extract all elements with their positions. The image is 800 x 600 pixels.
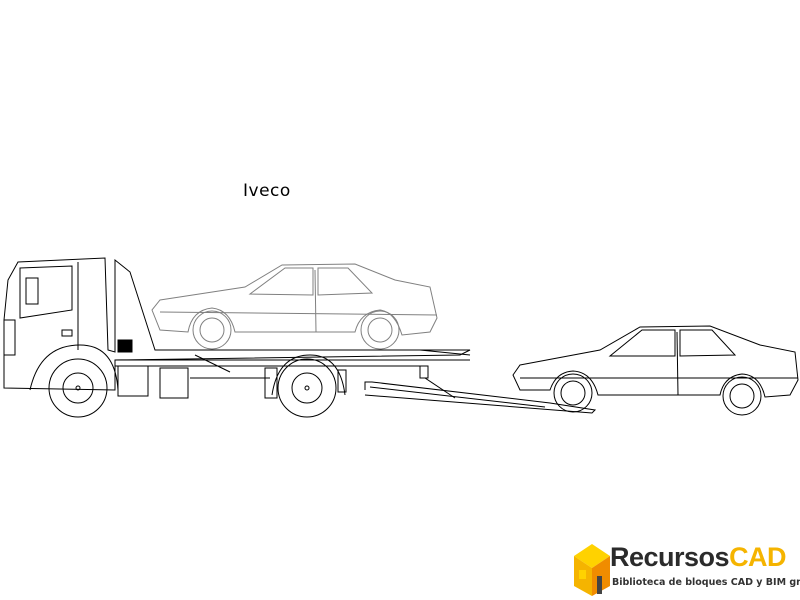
- recursoscad-logo: RecursosCAD Biblioteca de bloques CAD y …: [572, 540, 800, 598]
- logo-name-part1: Recursos: [610, 542, 730, 572]
- logo-name-part2: CAD: [729, 542, 787, 572]
- car-on-bed: [151, 263, 438, 350]
- tow-truck: [3, 257, 471, 399]
- logo-house-icon: [574, 544, 610, 596]
- logo-name: RecursosCAD: [610, 542, 787, 573]
- truck-rear-wheel: [277, 358, 337, 418]
- tow-arm: [364, 377, 597, 414]
- drawing-title: Iveco: [243, 181, 291, 201]
- logo-tagline: Biblioteca de bloques CAD y BIM gratuita: [612, 577, 800, 588]
- truck-front-wheel: [48, 358, 108, 418]
- towed-car: [512, 325, 799, 416]
